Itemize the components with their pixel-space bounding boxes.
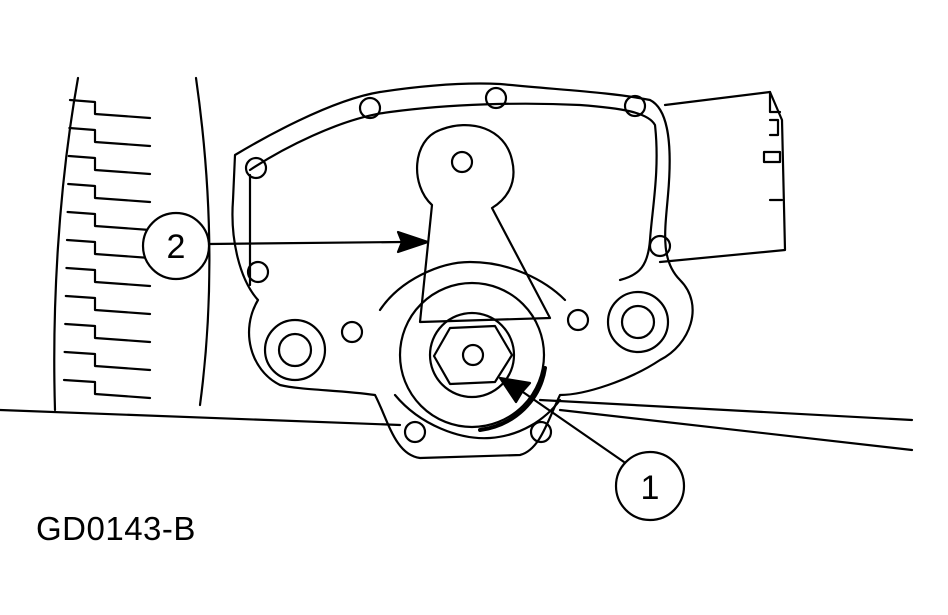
bolt-hole bbox=[244, 156, 268, 180]
case-rib bbox=[68, 126, 152, 148]
case-rib bbox=[66, 210, 152, 232]
transmission-case bbox=[53, 76, 211, 412]
hex-nut bbox=[432, 324, 514, 386]
case-rib bbox=[63, 350, 152, 372]
locator-bosses bbox=[263, 290, 670, 382]
selector-lever bbox=[415, 123, 552, 324]
bolt-hole bbox=[623, 94, 647, 118]
mounting-holes bbox=[244, 86, 672, 444]
bolt-hole bbox=[648, 234, 672, 258]
bolt-hole bbox=[246, 260, 270, 284]
callout-1: 1 bbox=[498, 376, 686, 522]
case-rib bbox=[65, 266, 152, 288]
bolt-hole bbox=[403, 420, 427, 444]
figure-reference-code: GD0143-B bbox=[36, 510, 196, 547]
callout-1-label: 1 bbox=[641, 469, 660, 507]
case-rib bbox=[64, 294, 152, 316]
bolt-hole bbox=[529, 420, 553, 444]
electrical-connector bbox=[658, 90, 787, 264]
sensor-housing bbox=[231, 82, 694, 460]
case-rib bbox=[65, 238, 152, 260]
case-rib bbox=[64, 322, 152, 344]
callout-2: 2 bbox=[141, 211, 430, 281]
case-rib bbox=[68, 98, 152, 120]
lever-hub bbox=[398, 281, 547, 432]
bolt-hole bbox=[358, 96, 382, 120]
case-rib bbox=[62, 378, 152, 400]
case-ribs bbox=[62, 98, 152, 400]
case-rib bbox=[67, 182, 152, 204]
bolt-hole bbox=[566, 308, 590, 332]
mounting-surface bbox=[0, 398, 914, 452]
bolt-hole bbox=[484, 86, 508, 110]
bolt-hole bbox=[340, 320, 364, 344]
callout-2-label: 2 bbox=[167, 228, 186, 266]
case-rib bbox=[67, 154, 152, 176]
